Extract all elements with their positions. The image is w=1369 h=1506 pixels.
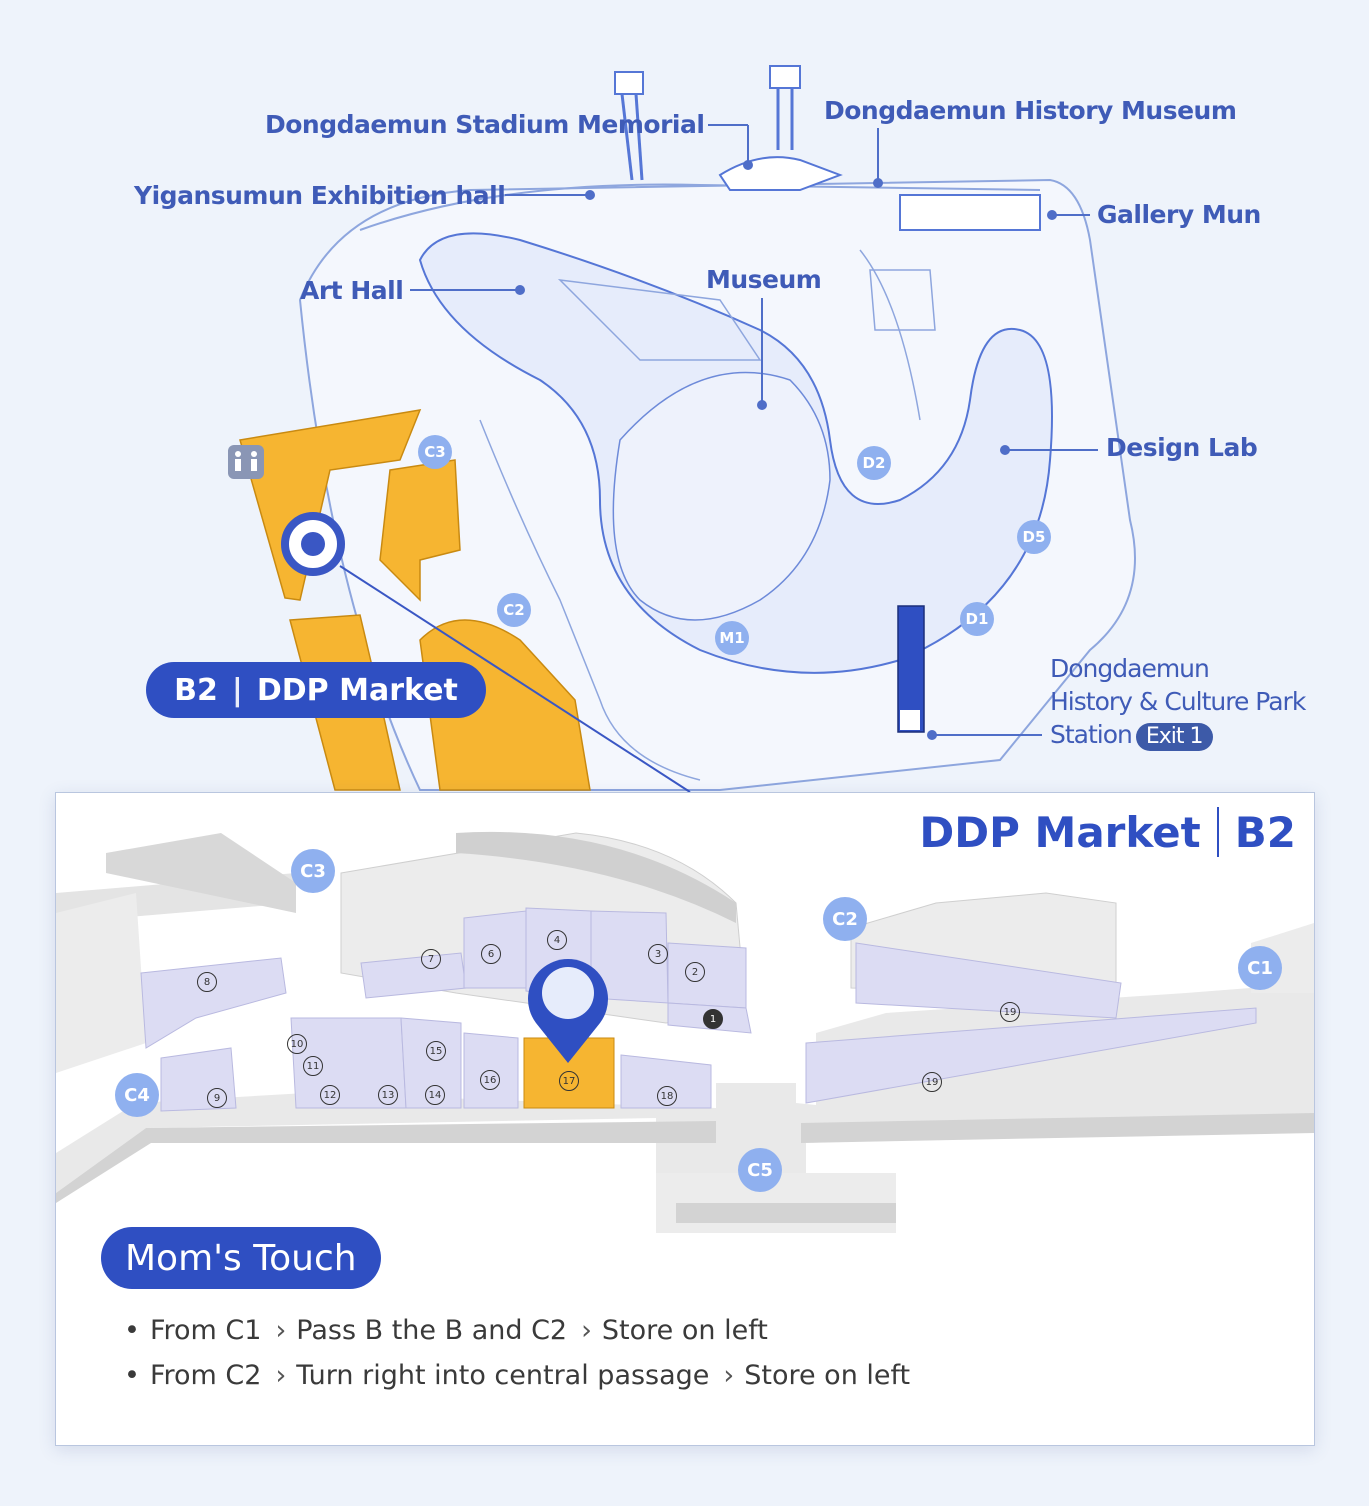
badge-c3: C3 xyxy=(418,435,452,469)
direction-1-step: Pass B the B and C2 xyxy=(296,1315,568,1346)
label-museum: Museum xyxy=(706,265,822,294)
store-number: 12 xyxy=(320,1085,340,1105)
store-number: 7 xyxy=(421,949,441,969)
market-title-floor: B2 xyxy=(1234,807,1296,857)
store-number: 10 xyxy=(287,1034,307,1054)
gate-c5: C5 xyxy=(738,1148,782,1192)
store-number: 3 xyxy=(648,944,668,964)
label-gallery-mun: Gallery Mun xyxy=(1097,200,1261,229)
market-title-name: DDP Market xyxy=(919,807,1201,857)
title-divider xyxy=(1216,807,1219,857)
store-number: 15 xyxy=(426,1041,446,1061)
store-number: 8 xyxy=(197,972,217,992)
store-number: 11 xyxy=(303,1056,323,1076)
badge-c2: C2 xyxy=(497,593,531,627)
badge-m1: M1 xyxy=(715,621,749,655)
overview-map: Dongdaemun Stadium Memorial Dongdaemun H… xyxy=(134,65,1306,793)
store-number: 14 xyxy=(425,1085,445,1105)
station-line3: Station xyxy=(1050,720,1133,749)
chevron-right-icon: › xyxy=(275,1315,287,1346)
floor-pill-floor: B2 xyxy=(174,672,218,708)
label-design-lab: Design Lab xyxy=(1106,433,1258,462)
label-art-hall: Art Hall xyxy=(300,276,404,305)
exit-badge: Exit 1 xyxy=(1135,723,1213,751)
gate-c3: C3 xyxy=(291,849,335,893)
gate-c2: C2 xyxy=(823,897,867,941)
store-number: 9 xyxy=(207,1088,227,1108)
station-line1: Dongdaemun xyxy=(1050,654,1210,683)
floor-pill-name: DDP Market xyxy=(256,672,458,708)
store-number: 2 xyxy=(685,962,705,982)
gate-c4: C4 xyxy=(115,1073,159,1117)
market-floorplan xyxy=(56,831,1314,1233)
station-label: Dongdaemun History & Culture Park Statio… xyxy=(1050,652,1306,751)
badge-d2: D2 xyxy=(857,446,891,480)
market-title: DDP Market B2 xyxy=(919,807,1296,857)
station-line2: History & Culture Park xyxy=(1050,687,1306,716)
overview-illustration xyxy=(228,65,1136,793)
store-number: 19 xyxy=(1000,1002,1020,1022)
store-number: 16 xyxy=(480,1070,500,1090)
direction-1-from: From C1 xyxy=(149,1315,262,1346)
badge-d1: D1 xyxy=(960,602,994,636)
gate-c1: C1 xyxy=(1238,946,1282,990)
direction-2-step: Turn right into central passage xyxy=(296,1360,710,1391)
label-history-museum: Dongdaemun History Museum xyxy=(824,96,1237,125)
chevron-right-icon: › xyxy=(275,1360,287,1391)
bullet: • xyxy=(124,1360,140,1391)
label-yigansumun: Yigansumun Exhibition hall xyxy=(134,181,506,210)
direction-2: • From C2 › Turn right into central passage… xyxy=(124,1360,920,1391)
direction-1-result: Store on left xyxy=(601,1315,768,1346)
store-number: 6 xyxy=(481,944,501,964)
direction-2-from: From C2 xyxy=(149,1360,262,1391)
store-number: 1 xyxy=(703,1009,723,1029)
direction-1: • From C1 › Pass B the B and C2 › Store on le… xyxy=(124,1315,778,1346)
store-number: 19 xyxy=(922,1072,942,1092)
store-number: 4 xyxy=(547,930,567,950)
badge-d5: D5 xyxy=(1017,520,1051,554)
floor-pill: B2 | DDP Market xyxy=(146,662,486,718)
label-stadium-memorial: Dongdaemun Stadium Memorial xyxy=(265,110,705,139)
chevron-right-icon: › xyxy=(581,1315,592,1346)
floor-pill-separator: | xyxy=(231,672,243,708)
direction-2-result: Store on left xyxy=(744,1360,911,1391)
store-number: 18 xyxy=(657,1086,677,1106)
store-number: 13 xyxy=(378,1085,398,1105)
store-number: 17 xyxy=(559,1071,579,1091)
store-name-pill: Mom's Touch xyxy=(101,1227,381,1289)
chevron-right-icon: › xyxy=(723,1360,735,1391)
bullet: • xyxy=(124,1315,140,1346)
